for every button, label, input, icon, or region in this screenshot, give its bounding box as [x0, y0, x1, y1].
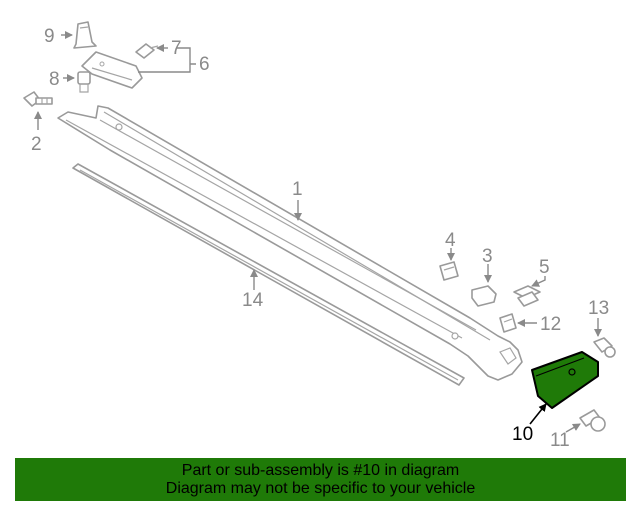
- callout-11[interactable]: 11: [550, 430, 570, 451]
- callout-1[interactable]: 1: [292, 179, 303, 200]
- callout-9[interactable]: 9: [44, 26, 55, 47]
- part-12-clip[interactable]: [499, 313, 517, 333]
- leader-5: [531, 276, 546, 287]
- callout-12[interactable]: 12: [540, 314, 561, 335]
- part-8-bolt[interactable]: [77, 71, 91, 93]
- callout-13[interactable]: 13: [588, 298, 609, 319]
- part-6-bracket[interactable]: [81, 51, 143, 89]
- callout-7[interactable]: 7: [171, 38, 182, 59]
- part-7-screw[interactable]: [135, 43, 159, 59]
- leader-6: [138, 47, 196, 73]
- part-4-clip[interactable]: [439, 261, 459, 281]
- banner-line-1: Part or sub-assembly is #10 in diagram: [181, 462, 460, 479]
- callout-10[interactable]: 10: [512, 424, 533, 445]
- leader-10: [529, 403, 547, 425]
- part-3-retainer[interactable]: [471, 285, 497, 307]
- banner-line-2: Diagram may not be specific to your vehi…: [165, 480, 476, 497]
- part-13-push-clip[interactable]: [593, 337, 616, 358]
- highlight-banner: Part or sub-assembly is #10 in diagram D…: [15, 458, 626, 501]
- callout-2[interactable]: 2: [31, 134, 42, 155]
- callout-3[interactable]: 3: [482, 246, 493, 267]
- callout-5[interactable]: 5: [539, 257, 550, 278]
- part-1-rocker-panel[interactable]: [57, 105, 523, 381]
- leader-11: [565, 423, 581, 433]
- part-5-clip[interactable]: [513, 285, 541, 307]
- part-11-bolt[interactable]: [579, 409, 606, 432]
- part-10-cover-highlighted[interactable]: [531, 351, 599, 409]
- callout-4[interactable]: 4: [445, 230, 456, 251]
- callout-14[interactable]: 14: [242, 290, 264, 311]
- callout-6[interactable]: 6: [199, 54, 210, 75]
- part-2-push-clip[interactable]: [23, 91, 53, 107]
- callout-8[interactable]: 8: [49, 69, 60, 90]
- part-14-molding[interactable]: [72, 163, 465, 386]
- part-9-clip[interactable]: [73, 21, 97, 49]
